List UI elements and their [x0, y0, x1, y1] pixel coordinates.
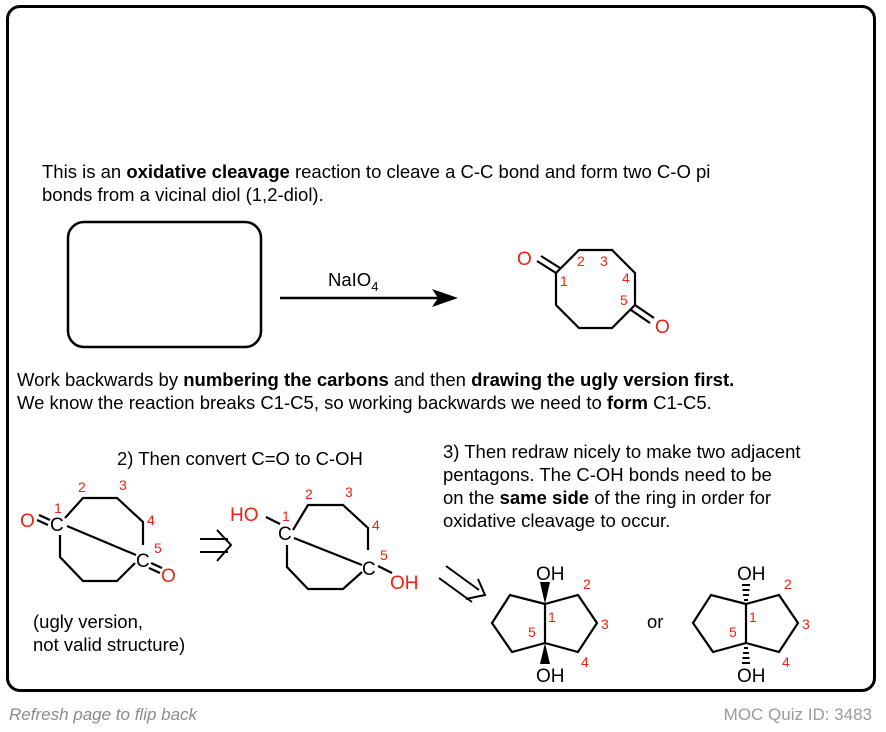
- dash-bond-bottom: [742, 647, 750, 664]
- diol-structure: [265, 503, 393, 591]
- diol-hydroxyl-1: HO: [230, 505, 259, 526]
- retrosynthesis-arrow-2: [438, 565, 487, 603]
- product-num-2: 2: [577, 253, 585, 269]
- step3-line-3: on the same side of the ring in order fo…: [443, 487, 772, 508]
- ugly-num-3: 3: [119, 477, 127, 493]
- intro-line-1: This is an oxidative cleavage reaction t…: [42, 161, 711, 182]
- ugly-oxygen-1: O: [20, 511, 35, 532]
- quiz-id: MOC Quiz ID: 3483: [723, 705, 872, 724]
- wedge-hydroxyl-top: OH: [536, 564, 565, 585]
- wedge-num-5: 5: [528, 624, 536, 640]
- ugly-num-2: 2: [78, 479, 86, 495]
- wedge-hydroxyl-bottom: OH: [536, 666, 565, 687]
- step2-title: 2) Then convert C=O to C-OH: [117, 448, 363, 469]
- retrosynthesis-arrow-1: [200, 529, 233, 562]
- product-oxygen-5: O: [655, 317, 670, 338]
- or-label: or: [647, 611, 663, 632]
- diol-num-2: 2: [305, 486, 313, 502]
- step3-line-1: 3) Then redraw nicely to make two adjace…: [443, 441, 801, 462]
- flip-back-hint: Refresh page to flip back: [9, 705, 198, 724]
- work-backwards-line-2: We know the reaction breaks C1-C5, so wo…: [17, 392, 712, 413]
- diol-carbon-5: C: [362, 559, 376, 580]
- product-num-5: 5: [620, 292, 628, 308]
- reagent-label: NaIO4: [328, 269, 378, 294]
- dash-num-1: 1: [749, 609, 757, 625]
- ugly-caption-1: (ugly version,: [33, 611, 144, 632]
- dash-bond-top: [742, 584, 750, 601]
- dash-hydroxyl-bottom: OH: [737, 666, 766, 687]
- ugly-num-5: 5: [154, 540, 162, 556]
- wedge-num-4: 4: [581, 654, 589, 670]
- diol-carbon-1: C: [278, 524, 292, 545]
- ugly-structure: [36, 496, 163, 583]
- wedge-bond-bottom: [540, 643, 550, 664]
- step3-line-4: oxidative cleavage to occur.: [443, 510, 671, 531]
- step3-line-2: pentagons. The C-OH bonds need to be: [443, 464, 772, 485]
- answer-box[interactable]: [66, 220, 263, 349]
- ugly-carbon-1: C: [50, 515, 64, 536]
- dash-num-3: 3: [802, 616, 810, 632]
- diol-num-3: 3: [345, 484, 353, 500]
- wedge-num-2: 2: [583, 576, 591, 592]
- dash-num-4: 4: [782, 654, 790, 670]
- diol-num-1: 1: [282, 508, 290, 524]
- diol-hydroxyl-5: OH: [390, 573, 419, 594]
- product-oxygen-1: O: [517, 249, 532, 270]
- ugly-carbon-5: C: [136, 551, 150, 572]
- diol-num-4: 4: [372, 517, 380, 533]
- work-backwards-line-1: Work backwards by numbering the carbons …: [17, 369, 735, 390]
- dash-hydroxyl-top: OH: [737, 564, 766, 585]
- bicyclic-dash: [691, 593, 800, 654]
- wedge-bond-top: [540, 582, 550, 604]
- product-num-3: 3: [600, 253, 608, 269]
- quiz-card[interactable]: [6, 5, 876, 692]
- ugly-num-1: 1: [54, 500, 62, 516]
- ugly-num-4: 4: [147, 512, 155, 528]
- reaction-arrow: [280, 289, 458, 307]
- diol-num-5: 5: [380, 547, 388, 563]
- bicyclic-wedge: [490, 593, 599, 654]
- dash-num-5: 5: [729, 624, 737, 640]
- product-num-4: 4: [622, 270, 630, 286]
- product-molecule: [536, 248, 655, 330]
- wedge-num-1: 1: [548, 609, 556, 625]
- intro-line-2: bonds from a vicinal diol (1,2-diol).: [42, 184, 324, 205]
- ugly-caption-2: not valid structure): [33, 634, 186, 655]
- dash-num-2: 2: [784, 576, 792, 592]
- wedge-num-3: 3: [601, 616, 609, 632]
- product-num-1: 1: [560, 273, 568, 289]
- ugly-oxygen-5: O: [161, 566, 176, 587]
